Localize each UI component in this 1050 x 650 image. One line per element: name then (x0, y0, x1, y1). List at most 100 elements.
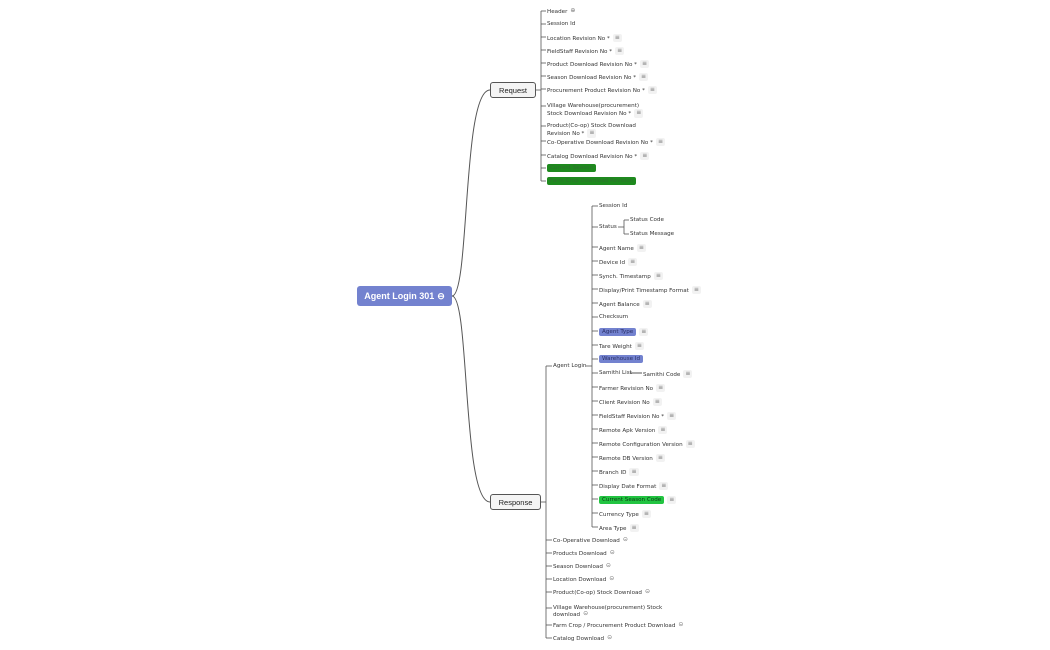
agent-login-item[interactable]: Display/Print Timestamp Format≡ (599, 285, 701, 295)
agent-login-node[interactable]: Agent Login (553, 363, 586, 370)
note-lines-icon[interactable]: ≡ (653, 271, 663, 281)
request-item[interactable]: Product Download Revision No *≡ (547, 59, 649, 69)
note-lines-icon[interactable]: ≡ (656, 383, 666, 393)
request-item[interactable]: Product(Co-op) Stock Download Revision N… (547, 123, 655, 138)
topic-label: Remote Apk Version (599, 427, 656, 434)
note-lines-icon[interactable]: ≡ (685, 439, 695, 449)
note-lines-icon[interactable]: ≡ (658, 425, 668, 435)
note-lines-icon[interactable]: ≡ (667, 411, 677, 421)
topic-label: Farm Crop Download Revision (547, 176, 637, 185)
collapsed-circle-icon[interactable]: ⊝ (609, 574, 615, 582)
note-lines-icon[interactable]: ≡ (628, 257, 638, 267)
response-node[interactable]: Response (490, 494, 541, 510)
note-lines-icon[interactable]: ≡ (634, 341, 644, 351)
note-lines-icon[interactable]: ≡ (659, 481, 669, 491)
request-item[interactable]: Location Revision No *≡ (547, 33, 622, 43)
note-lines-icon[interactable]: ≡ (636, 243, 646, 253)
note-lines-icon[interactable]: ≡ (655, 453, 665, 463)
topic-label: Location Download (553, 576, 607, 583)
topic-label: Season Download (553, 563, 603, 570)
agent-login-item[interactable]: Tare Weight≡ (599, 341, 644, 351)
note-lines-icon[interactable]: ≡ (629, 523, 639, 533)
agent-login-item[interactable]: Remote DB Version≡ (599, 453, 665, 463)
agent-login-item[interactable]: Agent Type≡ (599, 327, 649, 337)
topic-label: Status Code (630, 216, 664, 223)
request-item[interactable]: FieldStaff Revision No *≡ (547, 46, 625, 56)
note-lines-icon[interactable]: ≡ (691, 285, 701, 295)
request-item[interactable]: Session Id (547, 21, 575, 28)
note-lines-icon[interactable]: ≡ (639, 59, 649, 69)
response-item[interactable]: Catalog Download⊝ (553, 633, 613, 642)
agent-login-item[interactable]: Currency Type≡ (599, 509, 651, 519)
note-lines-icon[interactable]: ≡ (629, 467, 639, 477)
note-lines-icon[interactable]: ≡ (634, 109, 644, 118)
topic-label: Product(Co-op) Stock Download Revision N… (547, 122, 636, 137)
agent-login-item[interactable]: Current Season Code≡ (599, 495, 677, 505)
agent-login-item[interactable]: Device Id≡ (599, 257, 638, 267)
note-lines-icon[interactable]: ≡ (640, 151, 650, 161)
status-child[interactable]: Status Message (630, 231, 674, 238)
link-icon[interactable]: ⊕ (570, 6, 576, 14)
note-lines-icon[interactable]: ≡ (587, 129, 597, 138)
agent-login-item[interactable]: Display Date Format≡ (599, 481, 669, 491)
agent-login-item[interactable]: Farmer Revision No≡ (599, 383, 666, 393)
agent-login-item[interactable]: Synch. Timestamp≡ (599, 271, 663, 281)
request-item[interactable]: Procurement Product Revision No *≡ (547, 85, 657, 95)
topic-label: Device Id (599, 259, 626, 266)
note-lines-icon[interactable]: ≡ (655, 137, 665, 147)
collapsed-circle-icon[interactable]: ⊝ (605, 561, 611, 569)
request-item[interactable]: Current Season (547, 163, 597, 172)
response-item[interactable]: Product(Co-op) Stock Download⊝ (553, 587, 651, 596)
agent-login-item[interactable]: Remote Configuration Version≡ (599, 439, 695, 449)
note-lines-icon[interactable]: ≡ (642, 299, 652, 309)
agent-login-item[interactable]: Status (599, 224, 617, 231)
request-item[interactable]: Catalog Download Revision No *≡ (547, 151, 650, 161)
root-node[interactable]: Agent Login 301 ⊖ (357, 286, 452, 306)
note-lines-icon[interactable]: ≡ (641, 509, 651, 519)
agent-login-item[interactable]: Client Revision No≡ (599, 397, 662, 407)
request-node[interactable]: Request (490, 82, 536, 98)
agent-login-item[interactable]: Branch ID≡ (599, 467, 639, 477)
collapsed-circle-icon[interactable]: ⊝ (607, 633, 613, 641)
response-item[interactable]: Season Download⊝ (553, 561, 611, 570)
request-item[interactable]: Village Warehouse(procurement) Stock Dow… (547, 103, 655, 118)
response-item[interactable]: Products Download⊝ (553, 548, 615, 557)
collapsed-circle-icon[interactable]: ⊝ (678, 620, 684, 628)
topic-label: Area Type (599, 525, 627, 532)
request-item[interactable]: Season Download Revision No *≡ (547, 72, 649, 82)
note-lines-icon[interactable]: ≡ (612, 33, 622, 43)
agent-login-item[interactable]: FieldStaff Revision No *≡ (599, 411, 677, 421)
agent-login-item[interactable]: Warehouse Id (599, 354, 644, 363)
note-lines-icon[interactable]: ≡ (639, 72, 649, 82)
response-item[interactable]: Co-Operative Download⊝ (553, 535, 628, 544)
request-item[interactable]: Farm Crop Download Revision (547, 176, 637, 185)
response-item[interactable]: Farm Crop / Procurement Product Download… (553, 620, 684, 629)
collapse-circle-icon[interactable]: ⊖ (437, 290, 445, 301)
collapsed-circle-icon[interactable]: ⊝ (622, 535, 628, 543)
note-lines-icon[interactable]: ≡ (667, 495, 677, 505)
agent-login-item[interactable]: Remote Apk Version≡ (599, 425, 668, 435)
request-item[interactable]: Co-Operative Download Revision No *≡ (547, 137, 665, 147)
collapsed-circle-icon[interactable]: ⊝ (609, 548, 615, 556)
topic-label: Branch ID (599, 469, 627, 476)
agent-login-item[interactable]: Checksum (599, 314, 628, 321)
note-lines-icon[interactable]: ≡ (615, 46, 625, 56)
topic-label: Products Download (553, 550, 607, 557)
collapsed-circle-icon[interactable]: ⊝ (583, 610, 589, 618)
request-item[interactable]: Header⊕ (547, 6, 576, 15)
agent-login-item[interactable]: Area Type≡ (599, 523, 639, 533)
response-item[interactable]: Location Download⊝ (553, 574, 615, 583)
agent-login-item[interactable]: Agent Name≡ (599, 243, 646, 253)
topic-label: Catalog Download Revision No * (547, 153, 638, 160)
note-lines-icon[interactable]: ≡ (647, 85, 657, 95)
agent-login-item[interactable]: Samithi List (599, 370, 632, 377)
note-lines-icon[interactable]: ≡ (652, 397, 662, 407)
response-item[interactable]: Village Warehouse(procurement) Stock dow… (553, 605, 663, 619)
status-child[interactable]: Status Code (630, 217, 664, 224)
samithi-code-node[interactable]: Samithi Code≡ (643, 369, 693, 379)
agent-login-item[interactable]: Agent Balance≡ (599, 299, 652, 309)
collapsed-circle-icon[interactable]: ⊝ (644, 587, 651, 595)
note-lines-icon[interactable]: ≡ (639, 327, 649, 337)
agent-login-item[interactable]: Session Id (599, 203, 627, 210)
note-lines-icon[interactable]: ≡ (683, 369, 693, 379)
